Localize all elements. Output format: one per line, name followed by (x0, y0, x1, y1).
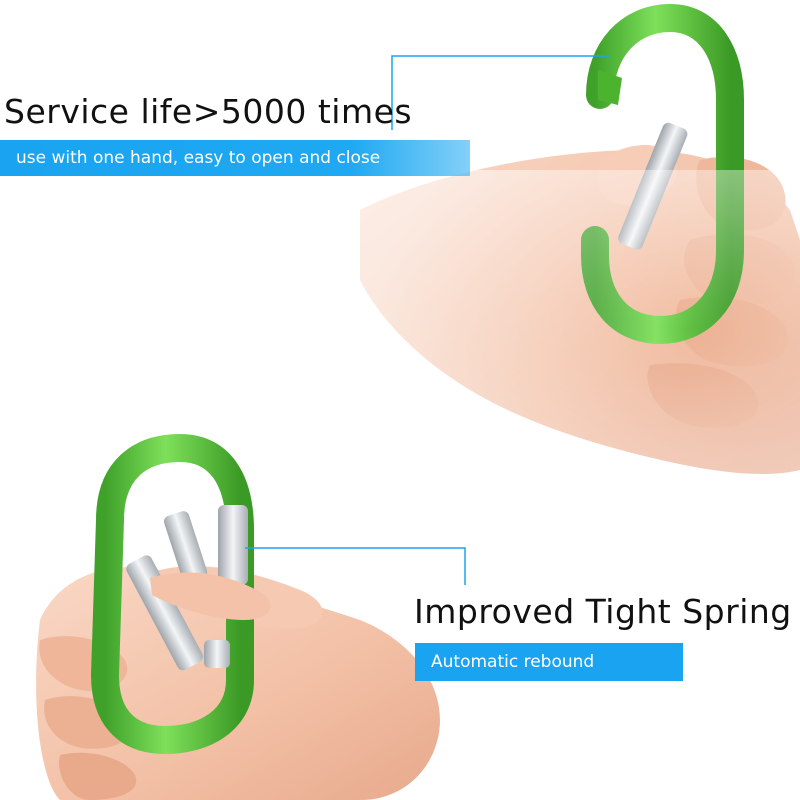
callout-line-bottom (245, 547, 466, 585)
headline-service-life: Service life>5000 times (4, 92, 413, 131)
bottom-carabiner-illustration (91, 434, 254, 754)
bottom-thumb-illustration (150, 572, 271, 620)
banner-one-hand: use with one hand, easy to open and clos… (0, 140, 470, 176)
callout-line-top (391, 55, 610, 130)
banner-one-hand-text: use with one hand, easy to open and clos… (16, 148, 381, 168)
banner-automatic-rebound-text: Automatic rebound (431, 652, 595, 672)
headline-tight-spring: Improved Tight Spring (414, 592, 792, 631)
banner-automatic-rebound: Automatic rebound (415, 643, 683, 681)
